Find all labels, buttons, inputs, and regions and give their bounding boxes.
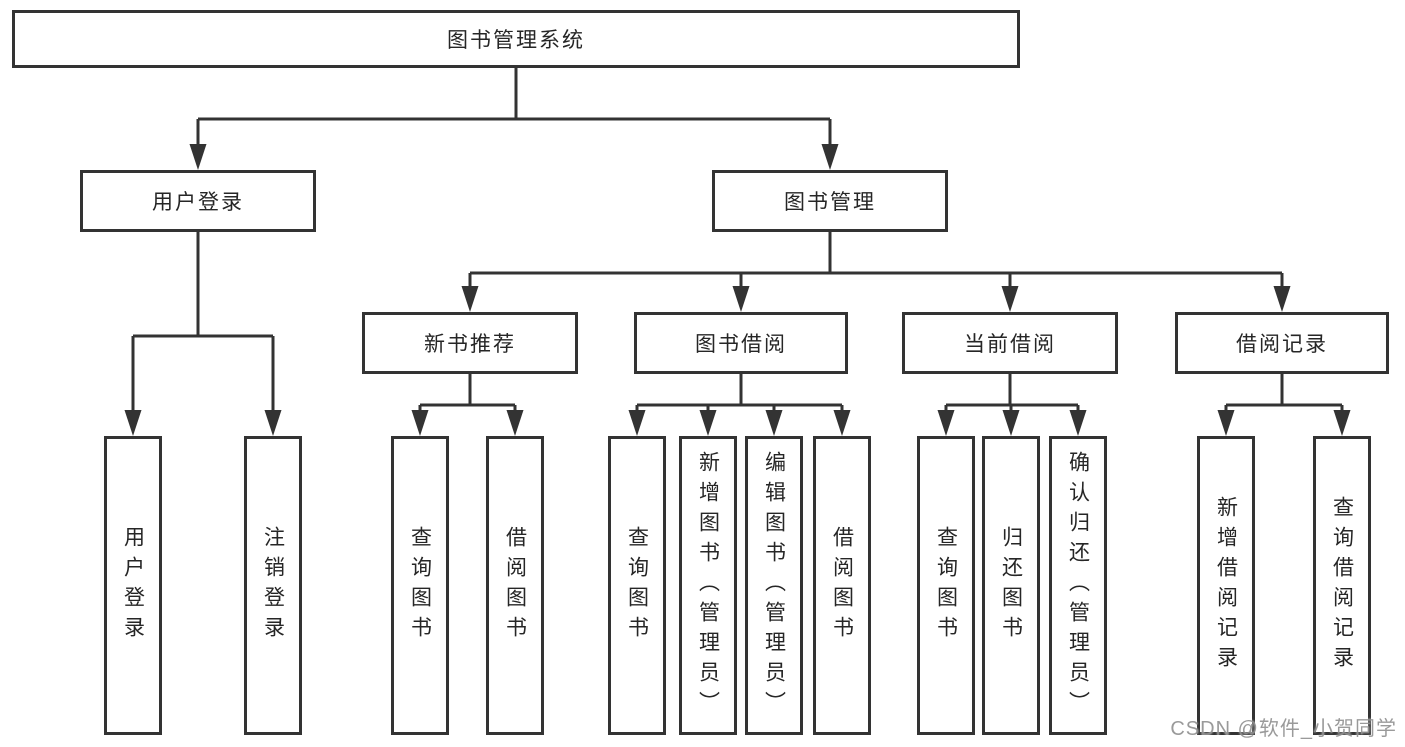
- node-label: 图书管理系统: [447, 29, 585, 52]
- leaf-logout: 注销登录: [244, 436, 302, 735]
- node-book-borrowing: 图书借阅: [634, 312, 848, 374]
- leaf-return-books: 归还图书: [982, 436, 1040, 735]
- node-label: 借阅图书: [503, 525, 527, 646]
- leaf-confirm-return-admin: 确认归还（管理员）: [1049, 436, 1107, 735]
- node-label: 查询图书: [625, 525, 649, 646]
- leaf-query-books-recommend: 查询图书: [391, 436, 449, 735]
- leaf-query-books-current: 查询图书: [917, 436, 975, 735]
- leaf-query-borrow-record: 查询借阅记录: [1313, 436, 1371, 735]
- leaf-user-login: 用户登录: [104, 436, 162, 735]
- leaf-borrow-books-recommend: 借阅图书: [486, 436, 544, 735]
- node-label: 编辑图书（管理员）: [762, 450, 786, 721]
- csdn-watermark: CSDN @软件_小贺同学: [1170, 718, 1397, 740]
- node-label: 借阅记录: [1236, 333, 1328, 356]
- node-label: 查询图书: [408, 525, 432, 646]
- node-label: 新增图书（管理员）: [696, 450, 720, 721]
- node-label: 查询图书: [934, 525, 958, 646]
- node-label: 新书推荐: [424, 333, 516, 356]
- node-label: 新增借阅记录: [1214, 495, 1238, 676]
- node-label: 图书借阅: [695, 333, 787, 356]
- node-library-management-system: 图书管理系统: [12, 10, 1020, 68]
- node-label: 查询借阅记录: [1330, 495, 1354, 676]
- node-book-management: 图书管理: [712, 170, 948, 232]
- node-label: 当前借阅: [964, 333, 1056, 356]
- node-user-login: 用户登录: [80, 170, 316, 232]
- node-label: 归还图书: [999, 525, 1023, 646]
- node-borrowing-records: 借阅记录: [1175, 312, 1389, 374]
- node-label: 借阅图书: [830, 525, 854, 646]
- leaf-borrow-books: 借阅图书: [813, 436, 871, 735]
- node-label: 图书管理: [784, 191, 876, 214]
- node-label: 用户登录: [121, 525, 145, 646]
- node-new-book-recommendation: 新书推荐: [362, 312, 578, 374]
- leaf-add-borrow-record: 新增借阅记录: [1197, 436, 1255, 735]
- node-label: 用户登录: [152, 191, 244, 214]
- leaf-edit-books-admin: 编辑图书（管理员）: [745, 436, 803, 735]
- node-label: 注销登录: [261, 525, 285, 646]
- node-label: 确认归还（管理员）: [1066, 450, 1090, 721]
- leaf-query-books-borrowing: 查询图书: [608, 436, 666, 735]
- leaf-add-books-admin: 新增图书（管理员）: [679, 436, 737, 735]
- node-current-borrowing: 当前借阅: [902, 312, 1118, 374]
